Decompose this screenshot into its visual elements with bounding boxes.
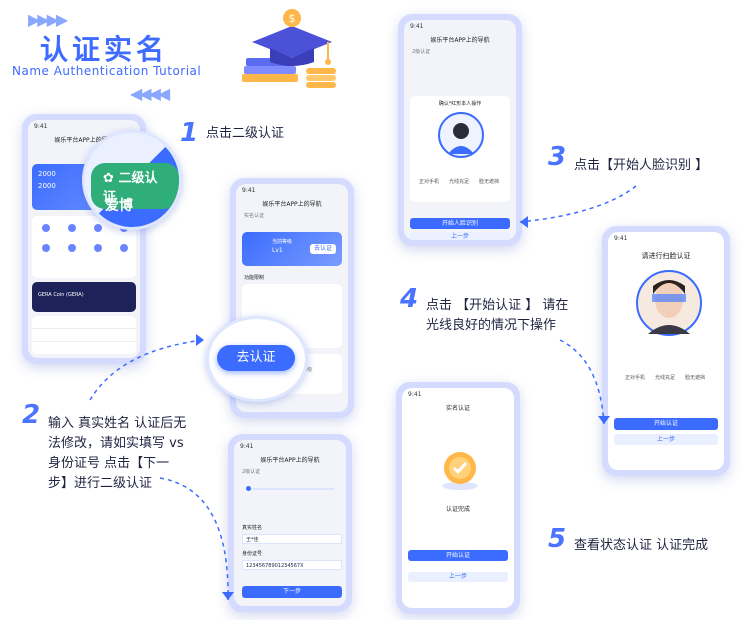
level-tag: 2级 — [304, 367, 313, 373]
tip-phone: 正对手机 — [624, 375, 645, 381]
go-auth-small-button[interactable]: 去认证 — [310, 244, 336, 254]
gera-banner[interactable]: GERA Coin (GERA) — [32, 282, 136, 312]
menu-list — [32, 316, 136, 354]
status-time: 9:41 — [34, 123, 48, 130]
phone-4-face-prep: 9:41 娱乐平台APP上的导航 2级认证 确认*红形本人操作 正对手机 光线充足… — [398, 14, 522, 246]
step-5-text: 查看状态认证 认证完成 — [574, 538, 709, 553]
level-value: Lv1 — [272, 247, 283, 254]
tip-face: 脸无遮挡 — [478, 179, 499, 185]
step-4-number: 4 — [400, 284, 419, 314]
success-coin-icon — [438, 448, 482, 496]
phone-5-face-scan: 9:41 请进行扫脸认证 正对手机 光线充足 脸无遮挡 开始认证 上一步 — [602, 226, 730, 476]
page-title: 认证实名 — [40, 33, 169, 66]
start-auth-button[interactable]: 开始认证 — [408, 550, 508, 561]
step-1-number: 1 — [180, 118, 199, 148]
prev-button[interactable]: 上一步 — [410, 232, 510, 240]
nav-title: 娱乐平台APP上的导航 — [54, 137, 114, 144]
gear-icon: ✿ — [103, 171, 114, 186]
face-avatar — [438, 112, 484, 158]
step-3-text: 点击【开始人脸识别 】 — [574, 158, 709, 173]
phone-2-auth-levels: 9:41 娱乐平台APP上的导航 实名认证 当前等级 Lv1 去认证 功能限制 … — [230, 178, 354, 418]
face-prompt: 确认*红形本人操作 — [438, 101, 482, 107]
magnifier-lens-go-auth: 去认证 — [206, 316, 308, 402]
tip-face: 脸无遮挡 — [684, 375, 705, 381]
brand-text: 爱博 — [105, 198, 133, 214]
svg-text:$: $ — [289, 12, 296, 25]
tip-phone: 正对手机 — [418, 179, 439, 185]
status-time: 9:41 — [410, 23, 424, 30]
step-3-number: 3 — [548, 142, 567, 172]
prev-button[interactable]: 上一步 — [408, 572, 508, 582]
tab-label: 2级认证 — [412, 49, 431, 55]
go-auth-button[interactable]: 去认证 — [217, 345, 295, 371]
phone-3-id-form: 9:41 娱乐平台APP上的导航 2级认证 真实姓名 王*佳 身份证号 1234… — [228, 434, 352, 612]
tab-label: 实名认证 — [244, 213, 265, 219]
step-2-text: 输入 真实姓名 认证后无 法修改，请如实填写 vs 身份证号 点击【下一 步】进… — [48, 416, 187, 491]
step-5-number: 5 — [548, 524, 567, 554]
decorative-arrows-bottom: ◀◀◀◀ — [130, 84, 170, 103]
status-time: 9:41 — [614, 235, 628, 242]
status-time: 9:41 — [242, 187, 256, 194]
tips-icons: 正对手机 光线充足 脸无遮挡 — [414, 168, 504, 187]
id-field[interactable]: 12345678901234567X — [242, 560, 342, 570]
magnifier-lens-level2: ✿ 二级认证 爱博 — [82, 130, 182, 230]
section-title: 功能限制 — [244, 275, 265, 281]
decorative-arrows-top: ▶▶▶▶ — [28, 10, 68, 29]
nav-title: 实名认证 — [445, 405, 470, 412]
graduation-cap-illustration: $ — [232, 8, 342, 100]
scan-title: 请进行扫脸认证 — [641, 252, 691, 260]
nav-title: 娱乐平台APP上的导航 — [260, 457, 320, 464]
balance-value-2: 2000 — [38, 182, 56, 190]
page-subtitle: Name Authentication Tutorial — [12, 64, 202, 78]
status-time: 9:41 — [240, 443, 254, 450]
tip-light: 光线充足 — [654, 375, 675, 381]
id-label: 身份证号 — [242, 551, 263, 557]
name-field[interactable]: 王*佳 — [242, 534, 342, 544]
status-time: 9:41 — [408, 391, 422, 398]
name-label: 真实姓名 — [242, 525, 263, 531]
start-auth-button[interactable]: 开始认证 — [614, 418, 718, 430]
prev-button[interactable]: 上一步 — [614, 434, 718, 445]
tip-light: 光线充足 — [448, 179, 469, 185]
status-text: 认证完成 — [445, 506, 470, 513]
tab-label: 2级认证 — [242, 469, 261, 475]
phone-6-complete: 9:41 实名认证 认证完成 开始认证 上一步 — [396, 382, 520, 614]
step-4-text: 点击 【开始认证 】 请在 光线良好的情况下操作 — [426, 298, 569, 333]
progress-track — [246, 486, 334, 491]
start-face-button[interactable]: 开始人脸识别 — [410, 218, 510, 229]
nav-title: 娱乐平台APP上的导航 — [262, 201, 322, 208]
level-card: 当前等级 Lv1 去认证 — [242, 232, 342, 266]
scanned-face — [636, 270, 702, 336]
tips-icons: 正对手机 光线充足 脸无遮挡 — [620, 364, 710, 383]
face-card: 确认*红形本人操作 正对手机 光线充足 脸无遮挡 — [410, 96, 510, 202]
step-1-text: 点击二级认证 — [206, 126, 285, 141]
step-2-number: 2 — [22, 400, 41, 430]
level2-auth-bubble[interactable]: ✿ 二级认证 — [91, 163, 179, 209]
progress-dot — [246, 486, 251, 491]
banner-text: GERA Coin (GERA) — [38, 292, 84, 298]
current-level-label: 当前等级 — [272, 239, 293, 245]
next-button[interactable]: 下一步 — [242, 586, 342, 598]
balance-value: 2000 — [38, 170, 56, 178]
nav-title: 娱乐平台APP上的导航 — [430, 37, 490, 44]
